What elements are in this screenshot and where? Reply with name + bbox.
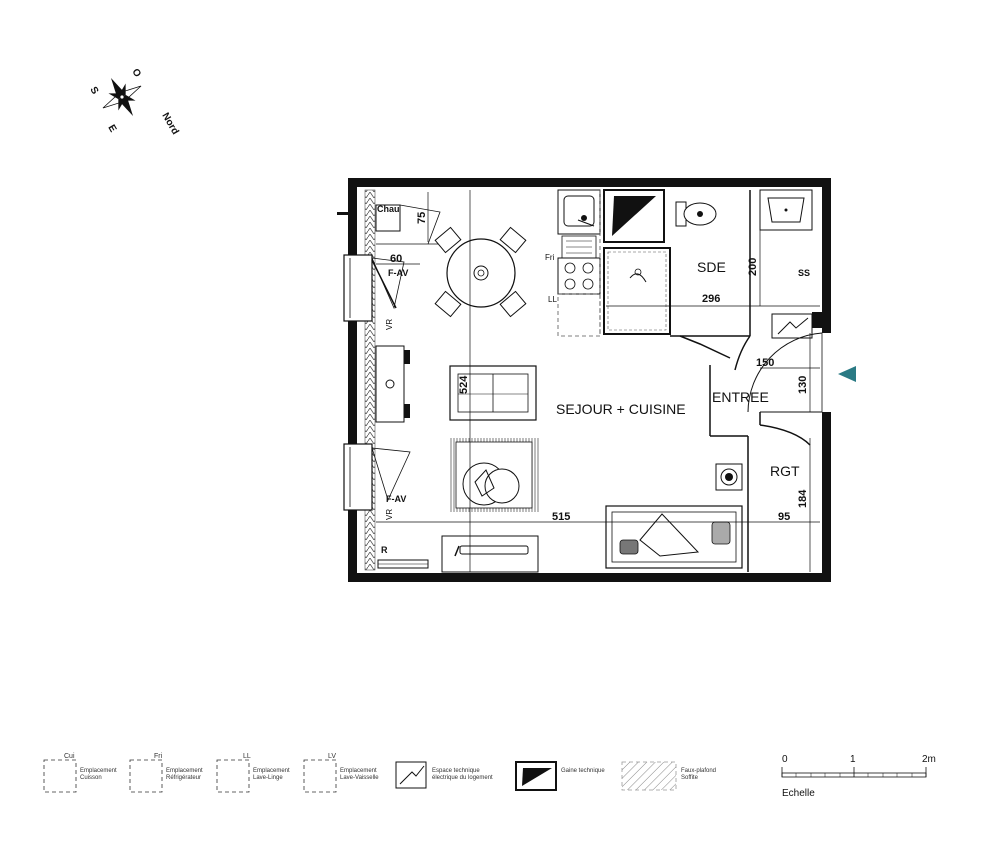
label-ll: LL	[548, 295, 557, 304]
legend-code: Fri	[154, 753, 163, 760]
room-label-sde: SDE	[697, 259, 726, 275]
dim-515: 515	[552, 511, 570, 523]
legend-item-lave-linge: LL Emplacement Lave-Linge	[216, 753, 290, 793]
scale-tick-1: 1	[850, 754, 856, 765]
label-fri: Fri	[545, 253, 555, 262]
bed	[605, 505, 743, 569]
label-vr-top: VR	[385, 319, 394, 330]
sde-walls	[670, 190, 751, 371]
legend-line1: Gaine technique	[561, 768, 605, 774]
legend: Cui Emplacement Cuisson Fri Emplacement …	[43, 753, 716, 793]
desk	[441, 535, 539, 573]
scale-label: Echelle	[782, 788, 815, 799]
kitchen	[557, 189, 601, 337]
toilet	[675, 201, 717, 227]
compass-rose: Nord O S E	[87, 67, 180, 137]
interior-walls	[709, 365, 811, 572]
legend-item-lave-vaisselle: LV Emplacement Lave-Vaisselle	[303, 753, 379, 793]
legend-code: Cui	[64, 753, 75, 760]
room-label-rgt: RGT	[770, 463, 800, 479]
legend-item-gaine-technique: Gaine technique	[515, 761, 605, 791]
legend-code: LV	[328, 753, 336, 760]
legend-item-refrigerateur: Fri Emplacement Réfrigérateur	[129, 753, 203, 793]
dim-184: 184	[797, 489, 809, 508]
label-chau: Chau	[377, 204, 400, 214]
entrance-door	[747, 332, 823, 413]
outer-walls	[337, 178, 831, 582]
tv-unit	[375, 345, 410, 423]
rug	[449, 438, 539, 512]
room-label-sejour: SEJOUR + CUISINE	[556, 401, 686, 417]
dim-150: 150	[756, 357, 774, 369]
legend-item-espace-technique: Espace technique électrique du logement	[395, 761, 493, 789]
label-r: R	[381, 545, 388, 555]
legend-line2: Lave-Linge	[253, 775, 283, 781]
window-top	[343, 254, 405, 322]
legend-code: LL	[243, 753, 251, 760]
dim-60: 60	[390, 253, 402, 265]
legend-line1: Emplacement	[80, 768, 117, 774]
label-fav-top: F-AV	[388, 268, 408, 278]
legend-line1: Espace technique	[432, 768, 480, 774]
compass-north: Nord	[159, 111, 180, 137]
scale-bar: 0 1 2m Echelle	[781, 754, 936, 799]
scale-tick-0: 0	[782, 754, 788, 765]
label-ss: SS	[798, 268, 810, 278]
dim-95: 95	[778, 511, 790, 523]
legend-line2: Soffite	[681, 775, 699, 781]
compass-east: E	[105, 123, 118, 135]
legend-line2: électrique du logement	[432, 775, 493, 781]
dining-table	[434, 226, 527, 318]
legend-item-cuisson: Cui Emplacement Cuisson	[43, 753, 117, 793]
label-fav-bottom: F-AV	[386, 494, 406, 504]
dimension-lines	[376, 190, 820, 572]
room-label-entree: ENTREE	[712, 389, 769, 405]
dim-200: 200	[747, 258, 759, 276]
dim-75: 75	[416, 212, 428, 224]
boiler	[375, 204, 441, 245]
window-bottom	[343, 443, 411, 511]
scale-tick-2: 2m	[922, 754, 936, 765]
label-vr-bottom: VR	[385, 509, 394, 520]
legend-line1: Faux-plafond	[681, 768, 716, 774]
dim-130: 130	[797, 376, 809, 394]
dim-524: 524	[458, 375, 470, 394]
washing-machine	[715, 463, 743, 491]
compass-south: S	[87, 85, 100, 97]
legend-line1: Emplacement	[253, 768, 290, 774]
technical-shaft	[603, 189, 665, 243]
dim-296: 296	[702, 293, 720, 305]
washbasin	[759, 189, 813, 231]
legend-line2: Cuisson	[80, 775, 102, 781]
legend-line1: Emplacement	[166, 768, 203, 774]
legend-line1: Emplacement	[340, 768, 377, 774]
shower	[603, 247, 671, 335]
legend-item-faux-plafond: Faux-plafond Soffite	[621, 761, 716, 791]
legend-line2: Réfrigérateur	[166, 775, 201, 781]
entry-arrow	[838, 366, 856, 382]
wall-insulation	[364, 189, 376, 571]
electric-panel	[771, 312, 822, 339]
compass-west: O	[129, 67, 143, 79]
legend-line2: Lave-Vaisselle	[340, 775, 379, 781]
radiator	[377, 559, 429, 569]
